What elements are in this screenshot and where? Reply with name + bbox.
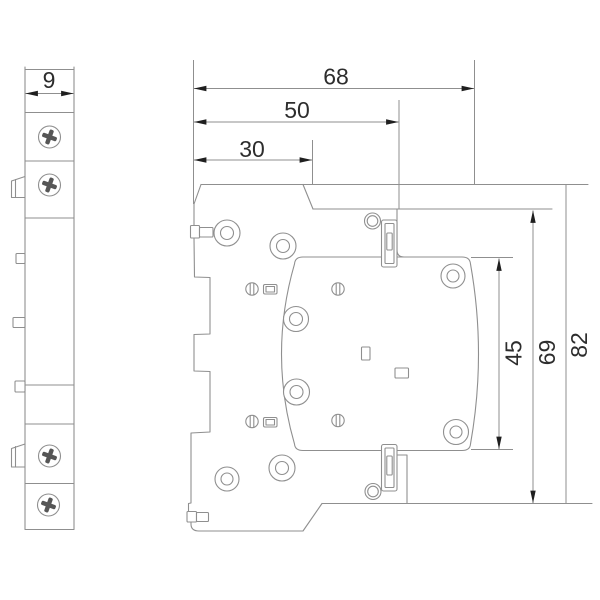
dimension-45: 45 xyxy=(496,258,527,450)
mounting-hole xyxy=(442,418,470,446)
pivot-ring-bottom xyxy=(364,482,382,501)
dimension-69: 69 xyxy=(530,210,560,504)
side-lug-1 xyxy=(15,252,26,265)
center-slot-horizontal xyxy=(394,367,410,379)
pivot-ring-top xyxy=(363,212,382,230)
mounting-hole xyxy=(269,232,297,260)
din-clip-top xyxy=(380,219,398,268)
dimension-82: 82 xyxy=(565,184,592,504)
mounting-hole xyxy=(440,263,466,289)
phillips-screw xyxy=(37,125,62,149)
side-lug-3 xyxy=(14,380,26,393)
dimension-label-50: 50 xyxy=(284,97,310,123)
dimension-68: 68 xyxy=(193,64,475,92)
dimension-label-45: 45 xyxy=(501,340,527,366)
dimension-label-69: 69 xyxy=(534,340,560,366)
front-central-body xyxy=(280,256,480,452)
dimension-30: 30 xyxy=(193,136,313,163)
front-lower-right-step xyxy=(396,454,408,505)
latch-tab-top xyxy=(189,224,214,239)
latch-tab-bottom xyxy=(186,510,210,523)
dimension-label-82: 82 xyxy=(566,332,592,358)
mounting-hole xyxy=(282,378,311,406)
phillips-screw xyxy=(37,173,62,197)
mounting-hole xyxy=(268,454,296,482)
side-view-body-edges xyxy=(24,66,75,531)
phillips-screw xyxy=(37,444,62,468)
side-clip-tab-bottom xyxy=(10,443,26,468)
slotted-screw xyxy=(245,414,259,429)
dimension-label-68: 68 xyxy=(323,64,349,90)
window-opening xyxy=(262,416,278,428)
front-view xyxy=(186,183,593,532)
side-lug-2 xyxy=(12,316,26,329)
phillips-screw xyxy=(36,493,61,517)
slotted-screw xyxy=(331,282,345,296)
dimension-label-9: 9 xyxy=(43,67,56,93)
window-opening xyxy=(262,283,278,295)
din-clip-bottom xyxy=(380,443,398,492)
front-upper-right-edge xyxy=(396,208,405,258)
dimension-9: 9 xyxy=(25,67,74,97)
mounting-hole xyxy=(214,466,240,492)
extension-lines xyxy=(193,60,513,450)
slotted-screw xyxy=(245,282,259,296)
center-slot-vertical xyxy=(360,346,371,361)
dimensions: 9 68 50 30 45 69 82 xyxy=(25,60,592,504)
side-clip-tab-top xyxy=(10,175,26,199)
front-top-chamfer xyxy=(302,183,314,210)
dimension-label-30: 30 xyxy=(239,136,265,162)
dimension-50: 50 xyxy=(193,97,399,125)
mounting-hole xyxy=(213,219,241,247)
slotted-screw xyxy=(331,413,345,428)
side-view xyxy=(10,66,75,531)
mounting-hole xyxy=(282,305,310,333)
